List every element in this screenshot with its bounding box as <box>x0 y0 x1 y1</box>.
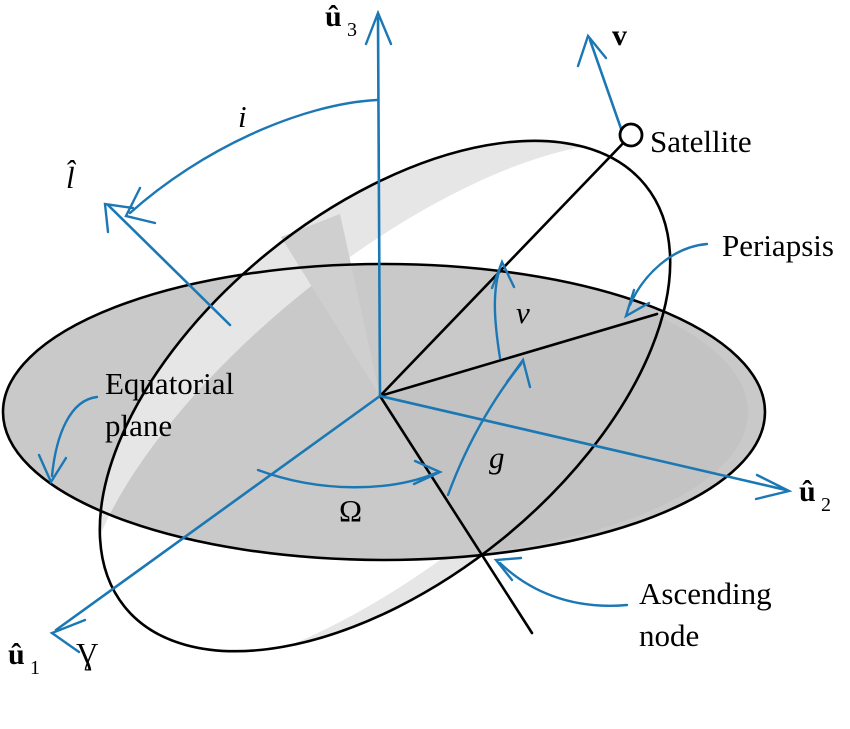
u1-axis-line <box>54 394 382 632</box>
u3-arrowhead-icon <box>364 9 393 46</box>
arg-periapsis-arrowhead-icon <box>505 357 532 389</box>
satellite-label: Satellite <box>650 124 752 159</box>
u1-label: û 1 <box>8 638 40 679</box>
velocity-arrowhead-icon <box>576 33 608 68</box>
node-unit-vector-label: l̂ <box>66 160 76 195</box>
ascending-node-leader <box>498 561 629 607</box>
line-of-apsides <box>378 312 659 398</box>
velocity-vector-line <box>588 38 627 142</box>
ascending-node-leader-arrowhead-icon <box>493 556 523 582</box>
equatorial-plane-leader-arrowhead-icon <box>37 453 68 485</box>
u1-label-vector: û <box>8 638 25 671</box>
periapsis-leader-arrowhead-icon <box>623 288 651 319</box>
arg-periapsis-angle <box>446 357 532 497</box>
ascending-node-callout <box>493 556 629 607</box>
ascending-node-label-line2: node <box>639 618 699 653</box>
vernal-equinox-label: Ɣ <box>76 636 99 671</box>
node-unit-vector-arrowhead-icon <box>103 202 135 234</box>
u2-label-subscript: 2 <box>821 494 831 516</box>
u3-axis-line <box>376 16 382 398</box>
raan-arrowhead-icon <box>412 459 443 486</box>
equatorial-right-sector <box>380 315 749 553</box>
satellite-marker-icon <box>618 122 644 148</box>
true-anomaly-angle <box>490 258 516 360</box>
inclination-angle <box>124 98 379 225</box>
u2-label: û 2 <box>799 475 831 516</box>
periapsis-callout <box>623 242 709 319</box>
periapsis-leader <box>628 242 709 307</box>
inclination-arc <box>128 98 379 215</box>
u3-label-subscript: 3 <box>347 19 357 41</box>
true-anomaly-label: ν <box>516 295 530 330</box>
radius-vector-to-satellite <box>378 133 633 398</box>
raan-label: Ω <box>339 493 362 528</box>
equatorial-plane-leader <box>50 395 99 478</box>
node-unit-vector-line <box>106 203 232 327</box>
u3-label: û 3 <box>325 0 357 41</box>
equatorial-plane-label-line2: plane <box>105 408 172 443</box>
inclination-arrowhead-icon <box>124 186 157 225</box>
u2-axis <box>378 394 793 501</box>
u2-arrowhead-icon <box>754 473 793 501</box>
orbit-plane-outline <box>98 139 672 653</box>
u3-label-vector: û <box>325 0 342 33</box>
raan-arc <box>256 468 438 489</box>
u2-axis-line <box>378 394 788 492</box>
ascending-node-label-line1: Ascending <box>639 576 772 611</box>
equatorial-plane-label-line1: Equatorial <box>105 366 234 401</box>
periapsis-label: Periapsis <box>722 228 834 263</box>
equatorial-plane-callout <box>37 395 99 485</box>
arg-periapsis-label: g <box>489 440 505 475</box>
u1-label-subscript: 1 <box>30 657 40 679</box>
equatorial-plane-outline <box>1 262 767 562</box>
u1-axis <box>49 394 382 654</box>
inclination-label: i <box>238 99 247 134</box>
velocity-label: v <box>612 19 627 52</box>
velocity-vector <box>576 33 627 142</box>
u3-axis <box>364 9 393 398</box>
orbit-shadow-wedge <box>281 214 380 396</box>
line-of-nodes <box>378 394 534 635</box>
u1-arrowhead-icon <box>49 618 87 654</box>
u2-label-vector: û <box>799 475 816 508</box>
true-anomaly-arrowhead-icon <box>490 258 516 290</box>
node-unit-vector <box>103 202 232 327</box>
raan-angle <box>256 459 443 489</box>
